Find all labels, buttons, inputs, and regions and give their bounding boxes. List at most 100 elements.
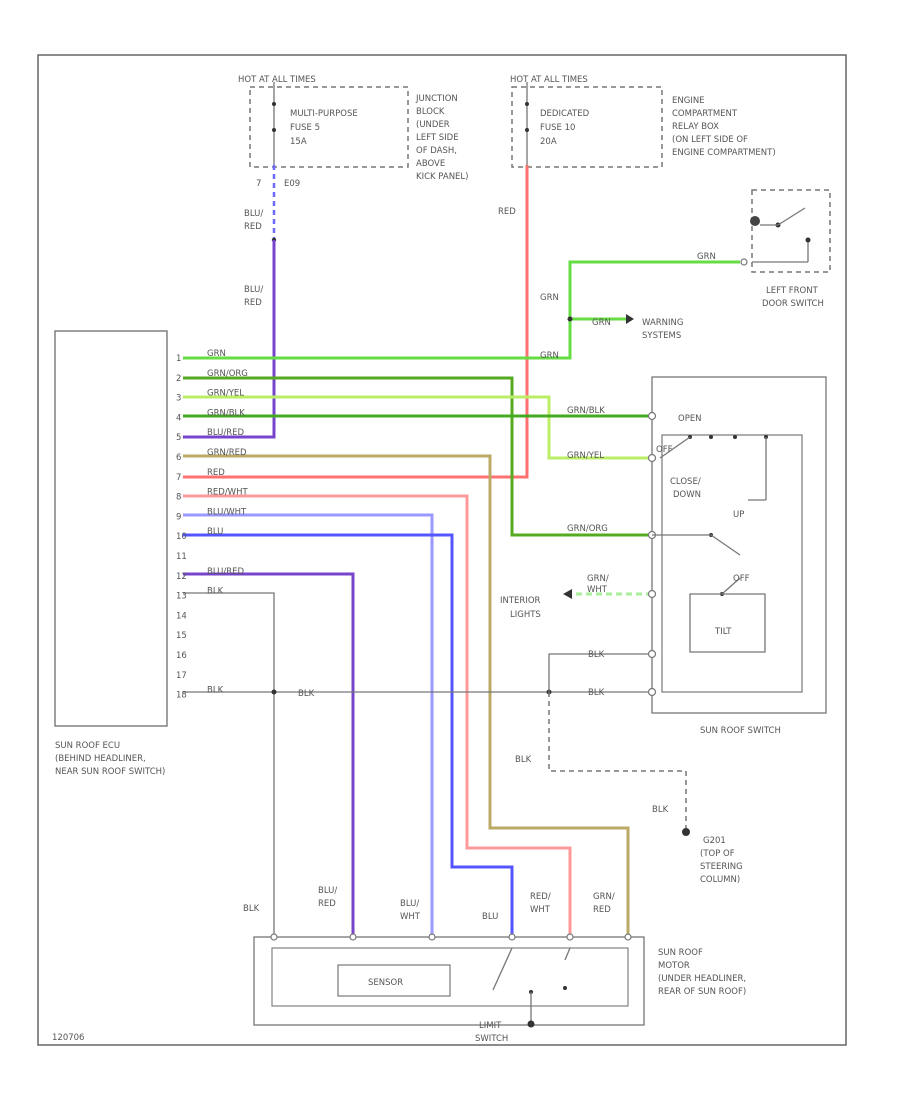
fuse-left-name: MULTI-PURPOSE xyxy=(290,109,358,119)
ecu-pin-number: 3 xyxy=(176,394,181,404)
switch-wire-label-4: BLK xyxy=(588,688,605,698)
ecu-pin-wire-label: RED/WHT xyxy=(207,488,248,498)
wire-red-wht-to-motor xyxy=(183,494,572,937)
sun-roof-switch-inner xyxy=(661,434,803,693)
switch-open-label: OPEN xyxy=(678,414,702,424)
motor-label-2: (UNDER HEADLINER, xyxy=(658,974,746,984)
wire-grn-yel-to-switch xyxy=(183,395,650,460)
warning-systems-label-1: SYSTEMS xyxy=(642,331,681,341)
ground-label-3: COLUMN) xyxy=(700,875,740,885)
relay-box-label-4: ENGINE COMPARTMENT) xyxy=(672,148,776,158)
fuse-block-right: HOT AT ALL TIMES DEDICATED FUSE 10 20A E… xyxy=(510,75,776,168)
relay-box-label-3: (ON LEFT SIDE OF xyxy=(672,135,748,145)
switch-wire-label-0: GRN/BLK xyxy=(567,406,605,416)
motor-wire-label-4a: RED/ xyxy=(530,892,551,902)
wire-blu-red-to-ecu-5 xyxy=(183,240,276,439)
ecu-pin-wire-label: BLU xyxy=(207,527,223,537)
wire-label-blu-red-1a: BLU/ xyxy=(244,209,263,219)
junction-block-label-6: KICK PANEL) xyxy=(416,172,468,182)
ecu-pin-wire-label: BLU/RED xyxy=(207,567,245,577)
interior-arrow-icon xyxy=(563,589,572,599)
limit-switch-ground-icon xyxy=(527,1020,535,1028)
sun-roof-switch-label: SUN ROOF SWITCH xyxy=(700,726,781,736)
wire-grn-red-to-motor xyxy=(183,454,630,937)
switch-wire-label-3: BLK xyxy=(588,650,605,660)
ecu-pin-wire-label: BLU/RED xyxy=(207,428,245,438)
junction-block-label-3: LEFT SIDE xyxy=(416,133,459,143)
connector-e09-label: E09 xyxy=(284,179,300,189)
sun-roof-switch: OPEN OFF CLOSE/ DOWN UP OFF TILT GRN/BLK… xyxy=(567,376,827,736)
junction-block-label-0: JUNCTION xyxy=(415,94,458,104)
connector-e09-pin: 7 xyxy=(256,179,261,189)
junction-block-box xyxy=(249,86,409,168)
wire-blk-to-motor xyxy=(183,592,275,937)
ecu-pin-wire-label: RED xyxy=(207,468,225,478)
sun-roof-ecu xyxy=(54,330,168,727)
junction-block-label-1: BLOCK xyxy=(416,107,445,117)
switch-off-label: OFF xyxy=(656,445,673,455)
ground-g201-icon xyxy=(682,828,690,836)
motor-wire-label-1a: BLU/ xyxy=(318,886,337,896)
wire-label-ecu-blk-mid: BLK xyxy=(298,689,315,699)
ecu-pin-number: 10 xyxy=(176,532,187,542)
wire-label-red: RED xyxy=(498,207,516,217)
motor-label-3: REAR OF SUN ROOF) xyxy=(658,987,746,997)
wire-grn-org-to-switch xyxy=(183,376,650,537)
fuse-block-left: HOT AT ALL TIMES MULTI-PURPOSE FUSE 5 15… xyxy=(238,75,468,182)
ecu-pin-number: 6 xyxy=(176,453,181,463)
wire-label-grn-low: GRN xyxy=(540,351,559,361)
switch-close-label-1: DOWN xyxy=(673,490,701,500)
ecu-label-1: (BEHIND HEADLINER, xyxy=(55,754,146,764)
wire-label-blu-red-2a: BLU/ xyxy=(244,285,263,295)
ecu-pin-wire-label: GRN xyxy=(207,349,226,359)
fuse-left-number: FUSE 5 xyxy=(290,123,320,133)
ecu-pin-number: 15 xyxy=(176,631,187,641)
ecu-pin-wire-label: GRN/YEL xyxy=(207,389,244,399)
fuse-right-number: FUSE 10 xyxy=(540,123,575,133)
fuse-right-header: HOT AT ALL TIMES xyxy=(510,75,588,85)
fuse-left-rating: 15A xyxy=(290,137,307,147)
ecu-pin-number: 17 xyxy=(176,671,187,681)
fuse-left-header: HOT AT ALL TIMES xyxy=(238,75,316,85)
door-switch-box xyxy=(751,189,831,273)
sun-roof-motor-box xyxy=(253,936,645,1026)
wire-red-to-ecu-7 xyxy=(183,165,529,479)
ecu-pin-number: 5 xyxy=(176,433,181,443)
switch-tilt-label: TILT xyxy=(714,627,732,637)
sun-roof-switch-box xyxy=(651,376,827,714)
ecu-pin-number: 12 xyxy=(176,572,187,582)
motor-wire-label-5a: GRN/ xyxy=(593,892,615,902)
motor-wire-label-2b: WHT xyxy=(400,912,421,922)
ecu-pin-number: 8 xyxy=(176,493,181,503)
warning-arrow-icon xyxy=(626,314,634,324)
wire-blu-wht-to-motor xyxy=(183,513,434,937)
ecu-label-0: SUN ROOF ECU xyxy=(55,741,120,751)
ecu-pin-wire-label: GRN/ORG xyxy=(207,369,248,379)
ecu-pin-number: 16 xyxy=(176,651,187,661)
ecu-pin-number: 9 xyxy=(176,512,181,522)
interior-lights-label-1: LIGHTS xyxy=(510,610,541,620)
ecu-pin-wire-label: GRN/RED xyxy=(207,448,247,458)
wire-label-blu-red-1b: RED xyxy=(244,222,262,232)
wire-grn-to-ecu-1 xyxy=(183,260,740,360)
ecu-pin-wire-label: BLK xyxy=(207,686,224,696)
motor-sensor-label: SENSOR xyxy=(368,978,403,988)
interior-lights-label-0: INTERIOR xyxy=(500,596,541,606)
motor-wire-label-0: BLK xyxy=(243,904,260,914)
wire-blk-to-switch-tilt xyxy=(548,653,650,692)
ecu-pin-number: 18 xyxy=(176,691,187,701)
motor-label-1: MOTOR xyxy=(658,961,690,971)
wire-label-grn-top: GRN xyxy=(697,252,716,262)
wire-blu-red-to-motor xyxy=(183,572,355,937)
ecu-pin-wire-label: BLK xyxy=(207,587,224,597)
wire-blk-ground-drop xyxy=(548,692,687,830)
ecu-pin-number: 11 xyxy=(176,552,187,562)
door-switch: LEFT FRONT DOOR SWITCH xyxy=(740,189,831,309)
switch-off2-label: OFF xyxy=(733,574,750,584)
ecu-pin-number: 13 xyxy=(176,592,187,602)
wire-label-grn-warn: GRN xyxy=(592,318,611,328)
wire-label-blu-red-2b: RED xyxy=(244,298,262,308)
ground-label-2: STEERING xyxy=(700,862,743,872)
